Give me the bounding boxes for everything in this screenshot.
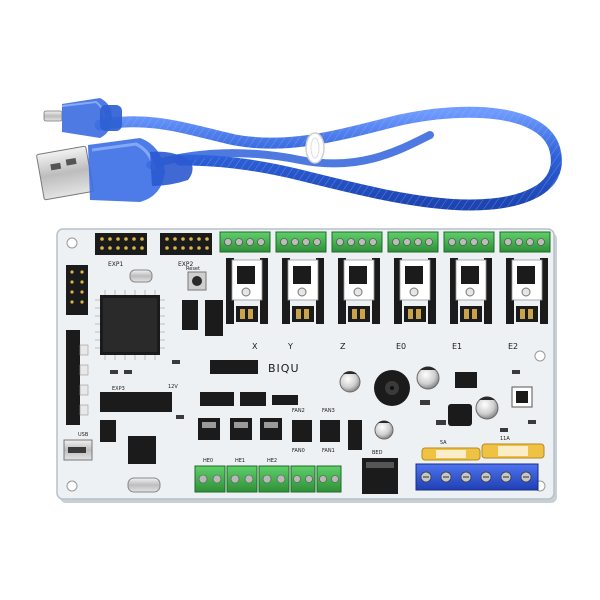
inductor (448, 404, 472, 426)
usb-crystal (127, 477, 161, 493)
stepper-driver-icon (331, 231, 383, 324)
usb-a-plug (36, 138, 193, 202)
usb-header (100, 420, 116, 442)
left-endstop-header (66, 265, 89, 425)
axis-label-e0: E0 (396, 342, 406, 351)
mosfet-row (198, 418, 340, 442)
fan-labels: FAN0 FAN1 FAN2 FAN3 (292, 408, 335, 454)
stepper-driver-icon (499, 231, 551, 324)
stepper-driver-icon (387, 231, 439, 324)
buzzer (374, 370, 410, 406)
power-jumper (348, 420, 362, 450)
stepper-section (219, 231, 551, 324)
label-exp1: EXP1 (108, 261, 124, 268)
axis-label-e1: E1 (452, 342, 462, 351)
regulator (455, 372, 477, 388)
bed-mosfet: BED (362, 450, 398, 494)
usb-port: USB (63, 432, 93, 461)
label-bed: BED (372, 450, 383, 456)
usb-cable-icon (36, 98, 562, 211)
label-fan0: FAN0 (292, 448, 305, 454)
axis-label-z: Z (340, 342, 346, 351)
stepper-terminal (275, 231, 327, 253)
label-he2: HE2 (267, 458, 277, 464)
label-exp3: EXP3 (112, 386, 125, 392)
stepper-terminal (443, 231, 495, 253)
axis-label-e2: E2 (508, 342, 518, 351)
label-usb: USB (78, 432, 89, 438)
stepper-driver-icon (275, 231, 327, 324)
stepper-driver-icon (443, 231, 495, 324)
middle-headers: EXP3 12V (100, 360, 298, 412)
stepper-terminal (331, 231, 383, 253)
fuse-icon: 5A 11A (421, 436, 545, 461)
top-pin-headers: EXP1 EXP2 (95, 233, 212, 268)
stepper-terminal (499, 231, 551, 253)
twist-tie (305, 132, 325, 164)
stepper-terminal (219, 231, 271, 253)
bottom-green-terminals: HE0 HE1 HE2 (194, 458, 342, 493)
reset-button: Reset (186, 266, 207, 291)
stepper-terminal (387, 231, 439, 253)
stepper-driver-icon (219, 231, 271, 324)
blue-power-terminals (415, 463, 539, 491)
label-fuse-5a: 5A (440, 440, 447, 446)
crystal-oscillator (129, 269, 153, 283)
capacitor-icon (339, 366, 499, 440)
label-reset: Reset (186, 266, 200, 272)
label-fan1: FAN1 (322, 448, 335, 454)
label-he0: HE0 (203, 458, 213, 464)
controller-board: EXP1 EXP2 (56, 228, 557, 503)
aux-header (182, 300, 198, 330)
smd-parts (110, 360, 536, 432)
usb-interface-chip (128, 436, 156, 464)
micro-usb-plug (43, 98, 122, 138)
axis-label-y: Y (287, 342, 293, 351)
axis-labels: X Y Z E0 E1 E2 (252, 342, 518, 351)
label-he1: HE1 (235, 458, 245, 464)
microcontroller-icon (95, 290, 165, 360)
label-fuse-11a: 11A (500, 436, 510, 442)
mounting-holes (66, 237, 546, 492)
aux-header-2 (205, 300, 223, 336)
label-exp2: EXP2 (178, 261, 194, 268)
brand-logo: BIQU (268, 362, 300, 375)
label-fan2: FAN2 (292, 408, 305, 414)
label-fan3: FAN3 (322, 408, 335, 414)
axis-label-x: X (252, 342, 258, 351)
label-12v: 12V (168, 384, 178, 390)
